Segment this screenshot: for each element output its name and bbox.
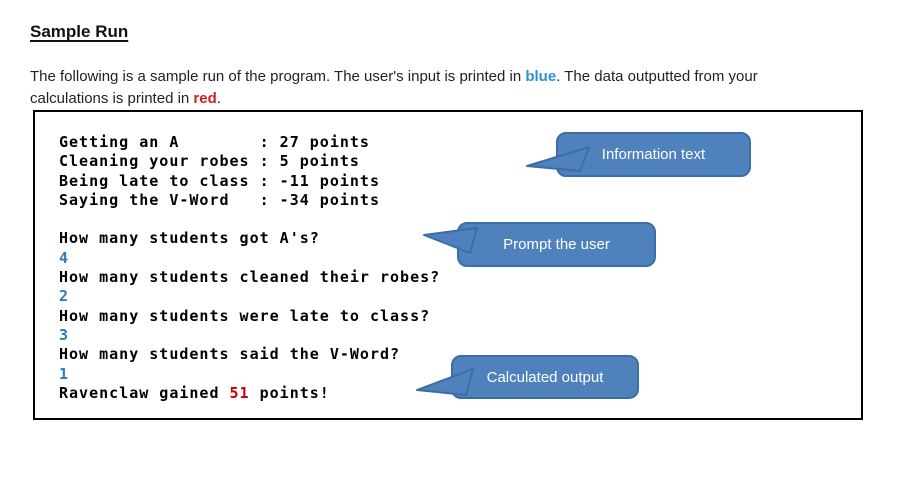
intro-text-3: calculations is printed in [30, 89, 194, 107]
console-segment: 2 [59, 287, 70, 306]
callout-information-text [526, 132, 751, 177]
console-segment: Getting an A : 27 points [59, 133, 370, 151]
console-segment: Ravenclaw gained [59, 383, 230, 402]
console-segment: How many students cleaned their robes? [59, 268, 441, 287]
console-segment: points! [249, 383, 330, 402]
callout-prompt-the-user [423, 222, 656, 267]
console-line: Ravenclaw gained 51 points! [59, 384, 440, 403]
console-line: 2 [59, 287, 440, 306]
console-line: How many students said the V-Word? [59, 345, 440, 364]
intro-red-word: red [193, 89, 217, 107]
console-segment: 51 [229, 383, 250, 402]
console-line: 1 [59, 365, 440, 384]
intro-text-2: . The data outputted from your [556, 68, 758, 85]
console-line: 4 [59, 249, 440, 268]
callout-label-calculated-output: Calculated output [486, 368, 604, 386]
callout-tail [526, 146, 590, 172]
callout-label-information-text: Information text [601, 146, 706, 163]
console-segment: Saying the V-Word : -34 points [59, 190, 380, 209]
console-line: Getting an A : 27 points [59, 133, 440, 152]
callout-tail [423, 227, 478, 254]
console-segment: Being late to class : -11 points [59, 171, 380, 190]
console-segment: 1 [59, 364, 70, 383]
intro-text-4: . [216, 89, 221, 107]
console-segment: How many students got A's? [59, 229, 320, 248]
intro-blue-word: blue [525, 68, 557, 85]
intro-text-1: The following is a sample run of the pro… [30, 68, 526, 85]
console-segment: How many students said the V-Word? [59, 345, 401, 364]
console-segment: 4 [59, 248, 70, 267]
intro-paragraph: The following is a sample run of the pro… [30, 66, 875, 109]
console-line: Cleaning your robes : 5 points [59, 152, 440, 171]
console-segment: Cleaning your robes : 5 points [59, 152, 360, 171]
console-line: 3 [59, 326, 440, 345]
callout-calculated-output [416, 355, 639, 399]
callout-bubble [556, 132, 751, 177]
callout-label-prompt-the-user: Prompt the user [503, 236, 610, 253]
console-line: Saying the V-Word : -34 points [59, 191, 440, 210]
console-line: How many students got A's? [59, 229, 440, 248]
console-segment: 3 [59, 325, 70, 344]
page-title: Sample Run [30, 22, 129, 42]
console-line: Being late to class : -11 points [59, 172, 440, 191]
console-line: How many students cleaned their robes? [59, 268, 440, 287]
callout-tail [416, 368, 474, 396]
console-line: How many students were late to class? [59, 307, 440, 326]
console-segment: How many students were late to class? [59, 306, 431, 325]
